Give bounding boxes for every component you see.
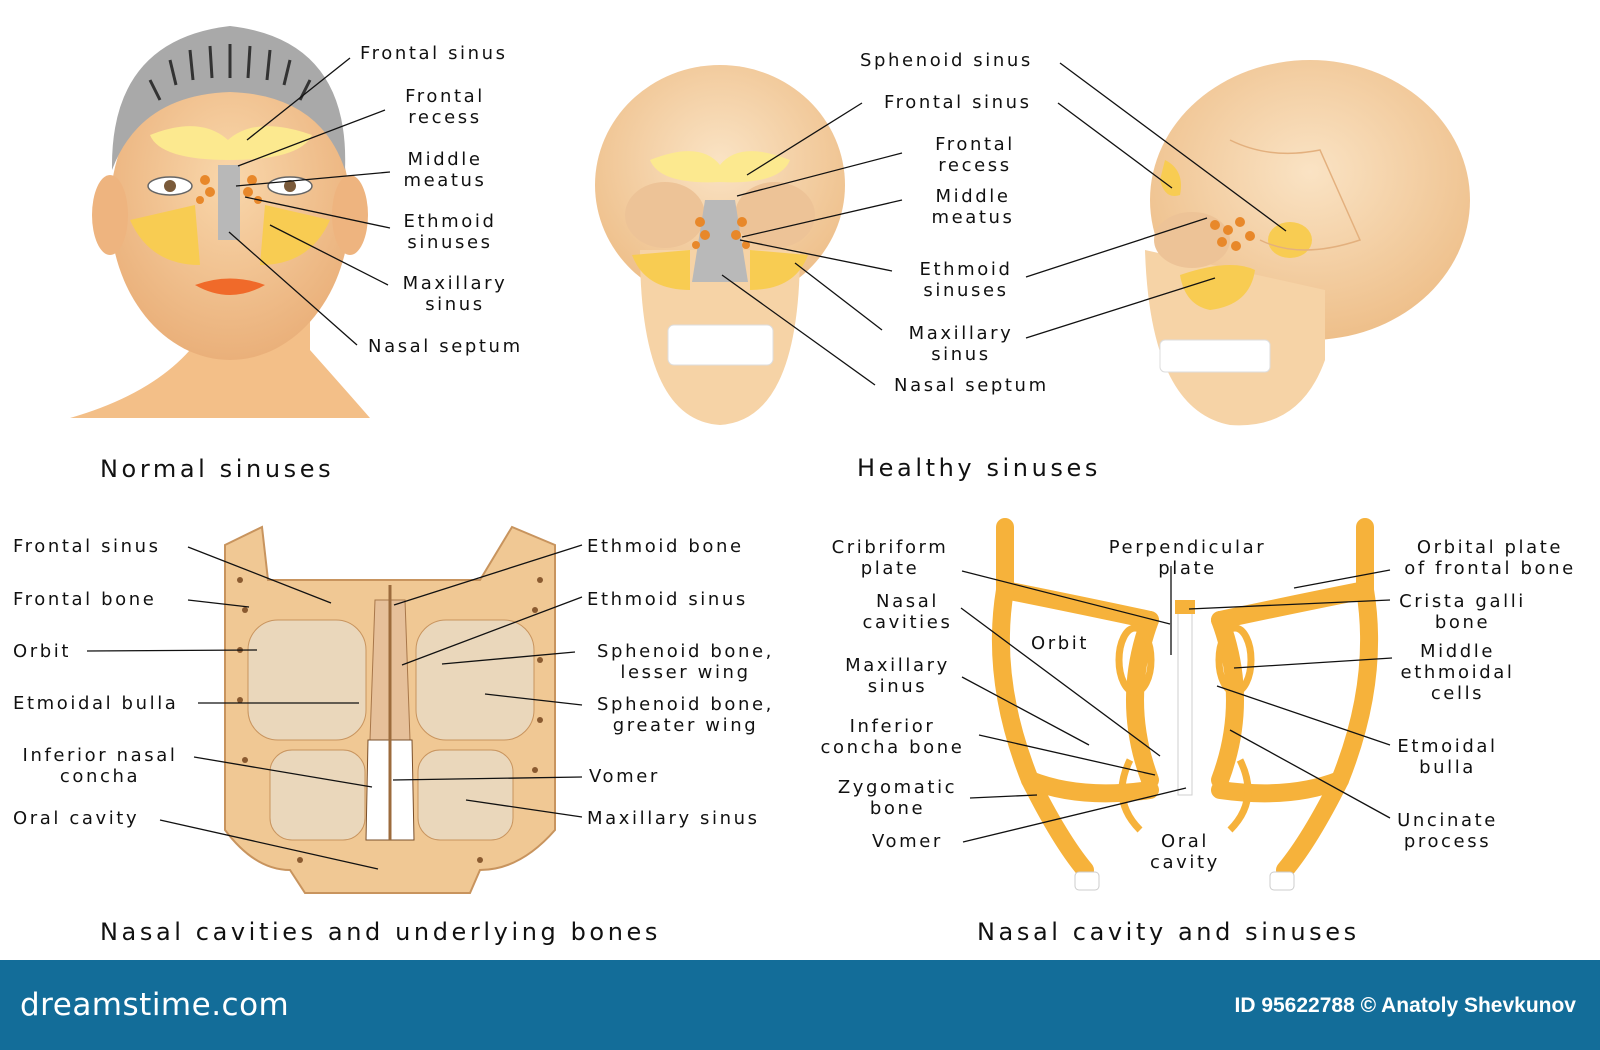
leader-lines — [86, 57, 1393, 870]
bones-label-etmoidal-bulla: Etmoidal bulla — [13, 693, 179, 714]
bones-title: Nasal cavities and underlying bones — [100, 918, 661, 946]
bones-label-sphenoid-lesser-wing: Sphenoid bone, lesser wing — [597, 641, 774, 683]
healthy-sinuses-title: Healthy sinuses — [857, 454, 1102, 482]
cavity-label-etmoidal-bulla: Etmoidal bulla — [1397, 736, 1498, 778]
bones-label-sphenoid-greater-wing: Sphenoid bone, greater wing — [597, 694, 774, 736]
side-skull-illustration — [1145, 60, 1470, 426]
front-skull-illustration — [595, 65, 845, 425]
normal-label-maxillary-sinus: Maxillary sinus — [402, 273, 508, 315]
footer-bar: dreamstime.com ID 95622788 © Anatoly She… — [0, 960, 1600, 1050]
normal-label-nasal-septum: Nasal septum — [368, 336, 523, 357]
bones-label-frontal-sinus: Frontal sinus — [13, 536, 161, 557]
healthy-label-maxillary-sinus: Maxillary sinus — [908, 323, 1014, 365]
healthy-label-sphenoid-sinus: Sphenoid sinus — [860, 50, 1033, 71]
cavity-label-zygomatic-bone: Zygomatic bone — [837, 777, 958, 819]
cavity-title: Nasal cavity and sinuses — [977, 918, 1360, 946]
bones-label-ethmoid-sinus: Ethmoid sinus — [587, 589, 748, 610]
healthy-label-middle-meatus: Middle meatus — [931, 186, 1015, 228]
healthy-label-frontal-recess: Frontal recess — [935, 134, 1015, 176]
cavity-label-cribriform-plate: Cribriform plate — [831, 537, 949, 579]
normal-label-frontal-recess: Frontal recess — [405, 86, 485, 128]
bones-label-orbit: Orbit — [13, 641, 72, 662]
bones-label-oral-cavity: Oral cavity — [13, 808, 140, 829]
dreamstime-logo: dreamstime.com — [20, 987, 290, 1023]
bones-label-frontal-bone: Frontal bone — [13, 589, 157, 610]
cavity-label-oral-cavity: Oral cavity — [1150, 831, 1220, 873]
healthy-label-nasal-septum: Nasal septum — [894, 375, 1049, 396]
cavity-label-orbital-plate: Orbital plate of frontal bone — [1404, 537, 1576, 579]
cavity-label-crista-galli: Crista galli bone — [1399, 591, 1526, 633]
bones-cross-section — [224, 525, 556, 894]
bones-label-maxillary-sinus: Maxillary sinus — [587, 808, 760, 829]
normal-sinuses-title: Normal sinuses — [100, 455, 335, 483]
bones-label-inferior-nasal-concha: Inferior nasal concha — [22, 745, 178, 787]
cavity-label-inferior-concha-bone: Inferior concha bone — [820, 716, 965, 758]
cavity-label-perpendicular-plate: Perpendicular plate — [1108, 537, 1267, 579]
bones-label-vomer: Vomer — [589, 766, 660, 787]
face-illustration — [70, 26, 370, 418]
healthy-label-ethmoid-sinuses: Ethmoid sinuses — [919, 259, 1013, 301]
cavity-label-uncinate-process: Uncinate process — [1397, 810, 1498, 852]
cavity-label-maxillary-sinus: Maxillary sinus — [845, 655, 950, 697]
normal-label-middle-meatus: Middle meatus — [403, 149, 487, 191]
cavity-label-nasal-cavities: Nasal cavities — [862, 591, 953, 633]
cavity-label-middle-ethmoidal-cells: Middle ethmoidal cells — [1400, 641, 1515, 704]
cavity-label-orbit: Orbit — [1031, 633, 1090, 654]
bones-label-ethmoid-bone: Ethmoid bone — [587, 536, 744, 557]
cavity-label-vomer: Vomer — [872, 831, 943, 852]
image-credit: ID 95622788 © Anatoly Shevkunov — [1234, 994, 1576, 1017]
healthy-label-frontal-sinus: Frontal sinus — [884, 92, 1032, 113]
normal-label-frontal-sinus: Frontal sinus — [360, 43, 508, 64]
normal-label-ethmoid-sinuses: Ethmoid sinuses — [403, 211, 497, 253]
